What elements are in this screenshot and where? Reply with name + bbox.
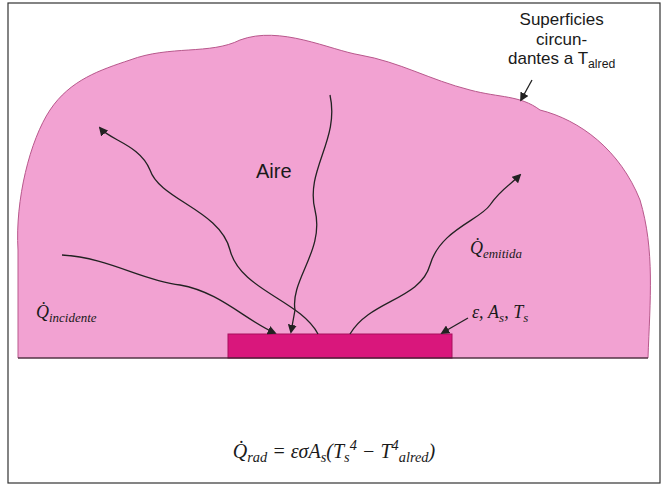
frame	[8, 3, 660, 483]
surroundings-label: Superficies circun- dantes a Talred	[508, 10, 615, 69]
emitted-ray	[100, 128, 318, 334]
incident-ray	[291, 95, 332, 332]
ground-line	[18, 357, 648, 358]
surroundings-blob	[18, 35, 651, 358]
emitted-label: Q̇emitida	[470, 238, 522, 259]
surface-properties-label: ε, As, Ts	[472, 302, 528, 323]
leader-line	[442, 318, 468, 333]
surface-plate	[228, 334, 452, 358]
incident-label: Q̇incidente	[36, 302, 96, 323]
leader-line	[521, 80, 532, 100]
formula-label: Q̇rad = εσAs(Ts4 − T4alred)	[233, 440, 435, 463]
medium-label: Aire	[256, 160, 292, 183]
